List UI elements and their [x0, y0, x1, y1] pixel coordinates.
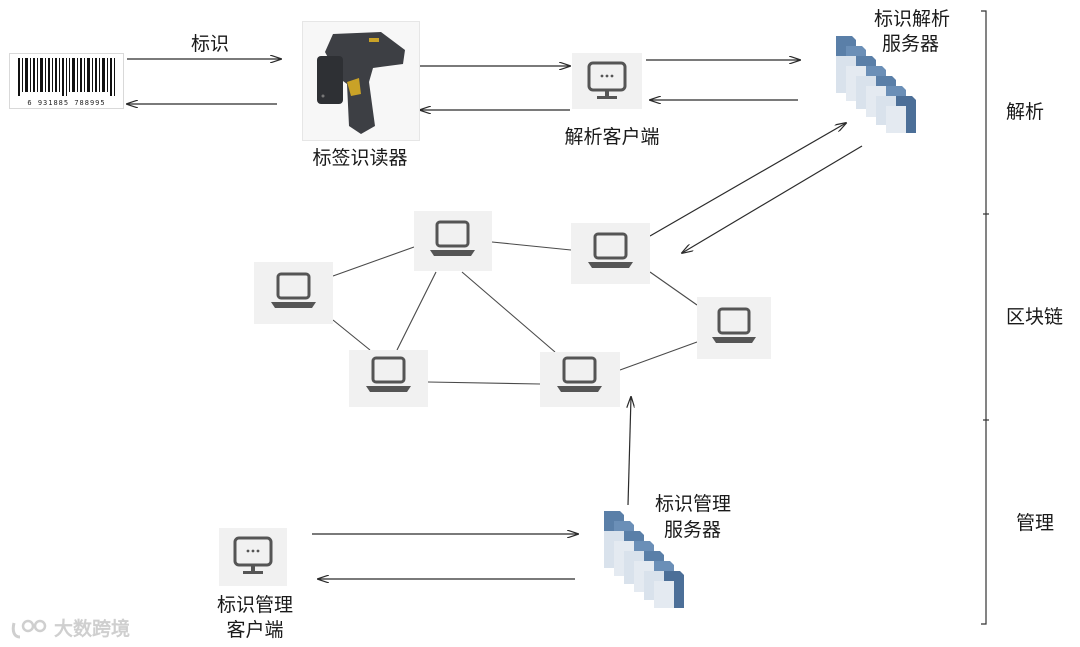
layer-label-manage: 管理: [1016, 512, 1055, 534]
blockchain-node: [349, 350, 428, 407]
laptop-icon: [712, 307, 756, 343]
watermark-logo-icon: [11, 619, 47, 638]
manage-server-label-line2: 服务器: [664, 519, 722, 541]
laptop-icon: [588, 232, 633, 268]
scanner-gun-icon: [317, 32, 405, 134]
laptop-icon: [430, 220, 475, 256]
manage-server-label-line1: 标识管理: [655, 493, 732, 515]
blockchain-node: [254, 262, 333, 324]
resolve-server-label-line2: 服务器: [882, 33, 940, 55]
layer-label-blockchain: 区块链: [1006, 306, 1064, 328]
laptop-icon: [271, 272, 316, 308]
chain-link: [332, 246, 415, 277]
chain-link: [649, 271, 698, 306]
server-stack: [604, 511, 684, 608]
barcode-image: 6 931885 788995: [9, 53, 124, 109]
manage-client-label-line2: 客户端: [226, 619, 284, 641]
barcode-bars: [18, 58, 115, 96]
layer-bracket: [981, 10, 987, 625]
chain-link: [396, 271, 437, 351]
manage-client-label-line1: 标识管理: [216, 594, 293, 616]
laptop-icon: [366, 356, 411, 392]
blockchain-node: [697, 297, 771, 359]
chain-link: [491, 241, 572, 251]
manage-server-rack-icon: [604, 511, 684, 608]
watermark: 大数跨境: [10, 614, 130, 641]
chain-link: [332, 319, 371, 351]
blockchain-node: [571, 223, 650, 284]
chain-link: [619, 341, 698, 371]
barcode-digits: 6 931885 788995: [27, 99, 106, 107]
watermark-text: 大数跨境: [54, 618, 131, 640]
arrow-manage-server-to-node: [628, 397, 631, 506]
chain-link: [427, 381, 541, 385]
monitor-icon: [233, 536, 273, 574]
arrow-node-to-resolve-server: [649, 123, 846, 237]
reader-label: 标签识读器: [312, 147, 408, 169]
arrow-label-identifier: 标识: [190, 33, 229, 55]
server-stack: [836, 36, 916, 133]
chain-link: [461, 271, 556, 353]
blockchain-node: [540, 352, 620, 407]
layer-label-resolve: 解析: [1006, 101, 1045, 123]
monitor-icon: [587, 61, 627, 99]
laptop-icon: [557, 356, 602, 392]
manage-client-device: [219, 528, 287, 586]
resolve-client-device: [572, 53, 642, 109]
arrow-resolve-server-to-node: [682, 145, 863, 253]
resolve-server-rack-icon: [836, 36, 916, 133]
resolve-server-label-line1: 标识解析: [874, 8, 951, 30]
resolve-client-label: 解析客户端: [564, 126, 660, 148]
tag-reader-device: [302, 21, 420, 141]
blockchain-node: [414, 211, 492, 271]
